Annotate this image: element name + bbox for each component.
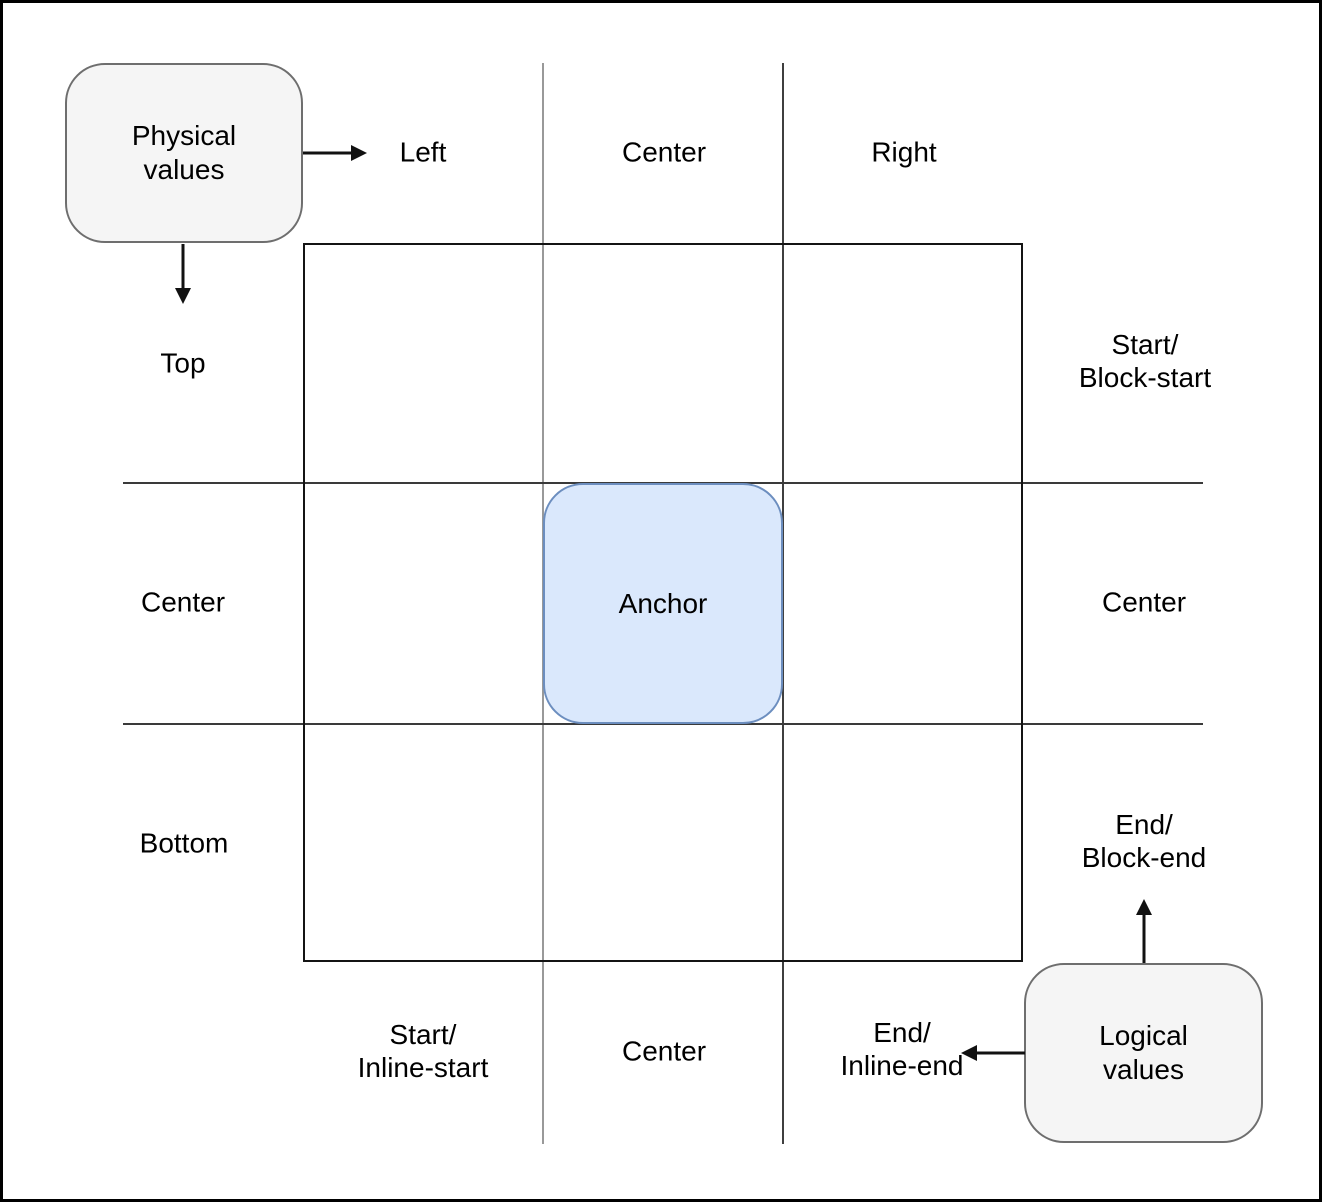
logical-label-inline-center: Center — [621, 1035, 707, 1067]
physical-values-box: Physical values — [65, 63, 303, 243]
row-label-top: Top — [160, 347, 206, 379]
row-label-center: Center — [140, 586, 226, 618]
logical-values-box: Logical values — [1024, 963, 1263, 1143]
grid-horizontal-line-bottom — [123, 723, 1203, 725]
physical-values-down-arrow-icon — [175, 244, 191, 304]
anchor-box: Anchor — [543, 483, 783, 724]
anchor-grid-rect — [303, 243, 1023, 962]
physical-values-label: Physical values — [131, 120, 237, 185]
physical-values-right-arrow-icon — [303, 145, 367, 161]
logical-values-up-arrow-icon — [1136, 899, 1152, 963]
logical-label-inline-end: End/ Inline-end — [840, 1017, 964, 1081]
grid-vertical-line-right — [782, 63, 784, 1144]
logical-label-inline-start: Start/ Inline-start — [357, 1019, 489, 1083]
logical-label-block-end: End/ Block-end — [1081, 809, 1207, 873]
column-label-right: Right — [871, 136, 937, 168]
anchor-box-label: Anchor — [618, 587, 708, 619]
logical-values-label: Logical values — [1099, 1020, 1188, 1085]
logical-label-block-center: Center — [1101, 586, 1187, 618]
row-label-bottom: Bottom — [139, 827, 229, 859]
column-label-left: Left — [399, 136, 447, 168]
logical-values-left-arrow-icon — [961, 1045, 1025, 1061]
logical-label-block-start: Start/ Block-start — [1078, 329, 1212, 393]
column-label-center: Center — [621, 136, 707, 168]
